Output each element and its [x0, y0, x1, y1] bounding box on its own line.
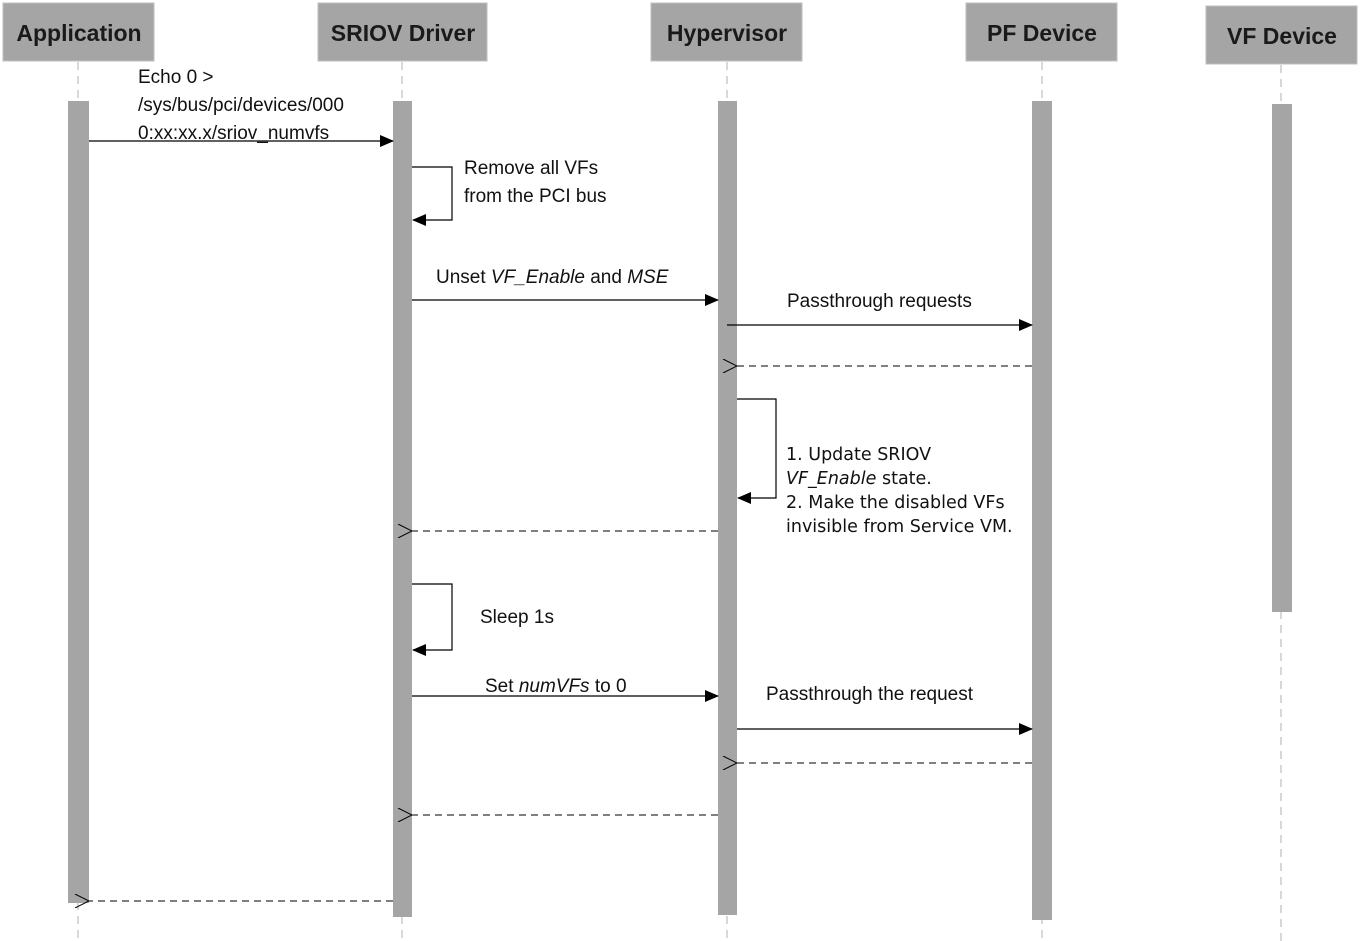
message-label-set-numvfs: Set numVFs to 0	[485, 676, 627, 697]
participant-label: SRIOV Driver	[331, 20, 475, 46]
message-label-remove-line2: from the PCI bus	[464, 186, 607, 207]
participant-label: VF Device	[1227, 23, 1337, 49]
message-label-passthrough-requests: Passthrough requests	[787, 291, 972, 312]
message-label-unset: Unset VF_Enable and MSE	[436, 267, 669, 288]
note-line4: invisible from Service VM.	[786, 517, 1013, 537]
text-segment-italic: MSE	[627, 267, 669, 288]
message-label-remove-line1: Remove all VFs	[464, 158, 598, 179]
message-label-echo-line2: /sys/bus/pci/devices/000	[138, 95, 344, 116]
participant-application: Application	[2, 2, 155, 62]
text-segment: state.	[876, 469, 931, 489]
text-segment-italic: VF_Enable	[786, 469, 876, 489]
self-message-remove-vfs	[412, 166, 453, 226]
text-segment: Unset	[436, 267, 491, 288]
note-line3: 2. Make the disabled VFs	[786, 493, 1005, 513]
message-label-sleep: Sleep 1s	[480, 607, 554, 628]
activation-vf-device	[1272, 104, 1292, 612]
text-segment-italic: VF_Enable	[491, 267, 585, 288]
text-segment: Set	[485, 676, 519, 697]
participant-vf-device: VF Device	[1205, 5, 1358, 65]
participant-label: PF Device	[987, 20, 1097, 46]
message-label-passthrough-request: Passthrough the request	[766, 684, 974, 705]
text-segment: and	[585, 267, 627, 288]
participant-sriov-driver: SRIOV Driver	[317, 2, 488, 62]
message-label-echo-line1: Echo 0 >	[138, 67, 214, 88]
activation-sriov-driver	[393, 101, 412, 917]
participant-hypervisor: Hypervisor	[650, 2, 803, 62]
participant-label: Application	[16, 20, 141, 46]
activation-hypervisor	[718, 101, 737, 915]
note-line2: VF_Enable state.	[786, 469, 932, 489]
text-segment-italic: numVFs	[519, 676, 590, 697]
activation-application	[68, 101, 89, 903]
text-segment: to 0	[590, 676, 627, 697]
participant-label: Hypervisor	[667, 20, 787, 46]
self-message-update-sriov	[737, 398, 777, 504]
participant-pf-device: PF Device	[965, 2, 1118, 62]
message-label-echo-line3: 0:xx:xx.x/sriov_numvfs	[138, 123, 329, 144]
activation-pf-device	[1032, 101, 1052, 920]
note-line1: 1. Update SRIOV	[786, 445, 931, 465]
self-message-sleep	[412, 583, 453, 656]
